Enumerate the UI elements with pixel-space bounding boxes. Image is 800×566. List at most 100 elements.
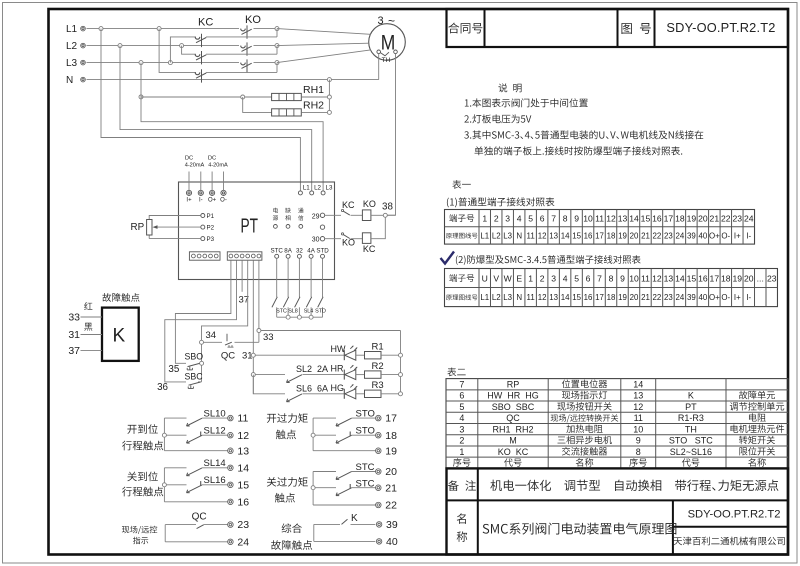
svg-text:R1-R3: R1-R3	[678, 413, 704, 423]
svg-text:11: 11	[527, 232, 535, 241]
svg-text:22: 22	[653, 293, 662, 302]
svg-text:STO: STO	[356, 408, 375, 419]
svg-text:17: 17	[595, 293, 604, 302]
svg-text:HW HR HG: HW HR HG	[487, 391, 539, 401]
svg-text:33: 33	[263, 332, 274, 343]
svg-text:3: 3	[378, 15, 384, 27]
svg-text:13: 13	[664, 273, 674, 283]
svg-text:SBO: SBO	[185, 352, 204, 362]
svg-text:12: 12	[652, 273, 662, 283]
svg-text:24: 24	[237, 536, 249, 548]
svg-text:L1: L1	[66, 24, 78, 35]
svg-text:...: ...	[757, 273, 764, 283]
svg-text:34: 34	[206, 330, 217, 341]
svg-text:12: 12	[237, 430, 249, 442]
svg-text:23: 23	[237, 519, 249, 531]
svg-text:N: N	[66, 75, 73, 86]
svg-text:RP: RP	[507, 379, 520, 389]
svg-text:10: 10	[583, 213, 593, 223]
svg-text:I-: I-	[746, 232, 751, 241]
svg-text:I+: I+	[186, 198, 192, 204]
svg-text:E: E	[516, 273, 522, 283]
svg-text:QC: QC	[192, 512, 207, 523]
svg-text:SL12: SL12	[204, 426, 226, 437]
svg-text:13: 13	[549, 232, 558, 241]
svg-text:RH1 RH2: RH1 RH2	[492, 424, 533, 434]
svg-text:12: 12	[633, 402, 643, 412]
svg-text:SL16: SL16	[204, 475, 226, 486]
svg-text:KO: KO	[363, 199, 376, 209]
svg-text:I+: I+	[734, 232, 741, 241]
svg-text:14: 14	[561, 293, 570, 302]
svg-text:31: 31	[68, 329, 80, 341]
svg-text:O-: O-	[721, 232, 730, 241]
svg-text:18: 18	[675, 213, 685, 223]
svg-text:W: W	[504, 273, 513, 283]
svg-text:8: 8	[636, 447, 641, 457]
svg-text:18: 18	[385, 430, 397, 442]
svg-text:10: 10	[629, 273, 639, 283]
svg-text:V: V	[493, 273, 499, 283]
svg-text:8: 8	[609, 273, 614, 283]
svg-text:3: 3	[459, 424, 464, 434]
svg-text:14: 14	[633, 379, 643, 389]
svg-text:QC: QC	[221, 350, 235, 361]
svg-text:STC: STC	[276, 309, 287, 315]
svg-text:L2: L2	[66, 41, 78, 52]
svg-text:19: 19	[687, 213, 697, 223]
svg-text:22: 22	[385, 500, 397, 512]
svg-text:13: 13	[237, 445, 249, 457]
svg-text:7: 7	[459, 379, 464, 389]
svg-text:STD: STD	[315, 309, 326, 315]
svg-text:6: 6	[586, 273, 591, 283]
svg-text:2: 2	[540, 273, 545, 283]
svg-text:SBC: SBC	[185, 371, 204, 381]
svg-text:15: 15	[687, 273, 697, 283]
svg-text:KO: KO	[342, 237, 355, 247]
svg-text:SL2 2A: SL2 2A	[296, 364, 328, 374]
svg-text:SL2~SL16: SL2~SL16	[670, 447, 712, 457]
svg-text:8: 8	[563, 213, 568, 223]
svg-text:STC: STC	[356, 478, 375, 489]
svg-text:L1: L1	[480, 232, 489, 241]
svg-text:19: 19	[385, 445, 397, 457]
svg-text:17: 17	[595, 232, 604, 241]
svg-text:16: 16	[584, 293, 593, 302]
svg-text:TH: TH	[382, 57, 391, 64]
svg-text:21: 21	[641, 293, 650, 302]
svg-text:21: 21	[641, 232, 650, 241]
svg-text:P1: P1	[207, 213, 215, 220]
svg-text:STD: STD	[316, 247, 329, 254]
svg-text:4: 4	[517, 213, 522, 223]
svg-text:6: 6	[459, 391, 464, 401]
svg-text:40: 40	[386, 536, 398, 548]
svg-text:32: 32	[296, 247, 303, 254]
svg-text:16: 16	[698, 273, 708, 283]
svg-text:19: 19	[618, 232, 627, 241]
svg-text:PT: PT	[685, 402, 697, 412]
svg-text:31: 31	[242, 350, 253, 361]
svg-text:KC: KC	[363, 244, 376, 254]
svg-text:39: 39	[386, 519, 398, 531]
svg-text:R3: R3	[372, 380, 384, 391]
svg-text:O+: O+	[709, 232, 720, 241]
svg-text:22: 22	[721, 213, 731, 223]
svg-text:20: 20	[630, 293, 639, 302]
svg-text:5: 5	[459, 402, 464, 412]
svg-text:5: 5	[574, 273, 579, 283]
svg-text:I-: I-	[746, 293, 751, 302]
svg-text:L1: L1	[303, 185, 310, 192]
svg-text:L3: L3	[503, 232, 512, 241]
svg-text:K: K	[688, 391, 694, 401]
svg-text:L1: L1	[480, 293, 489, 302]
svg-text:L2: L2	[492, 293, 501, 302]
svg-text:38: 38	[382, 201, 393, 212]
svg-text:M: M	[509, 436, 517, 446]
svg-text:1: 1	[528, 273, 533, 283]
svg-text:19: 19	[733, 273, 743, 283]
svg-text:STC: STC	[356, 462, 375, 473]
svg-text:PT: PT	[241, 216, 259, 238]
svg-text:23: 23	[664, 232, 673, 241]
svg-text:35: 35	[168, 364, 179, 375]
svg-text:STC: STC	[271, 247, 284, 254]
